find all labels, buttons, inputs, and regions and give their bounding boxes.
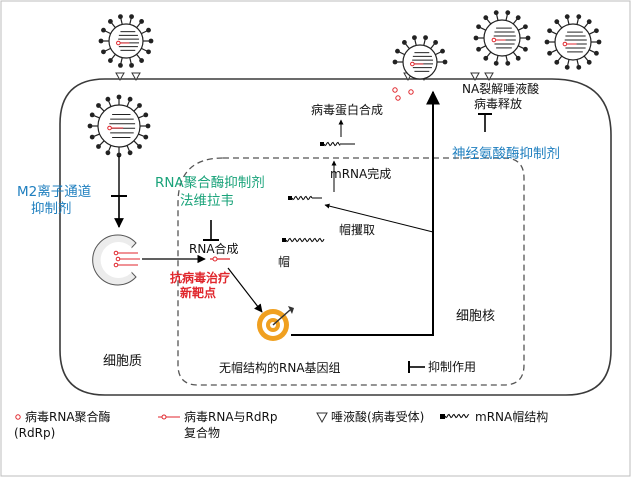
label-na-release-2: 病毒释放 — [474, 97, 523, 111]
label-rna-synthesis: RNA合成 — [189, 242, 239, 256]
drug-rdrp-line1: RNA聚合酶抑制剂 — [155, 175, 265, 191]
label-mrna-complete: mRNA完成 — [330, 167, 392, 181]
drug-m2-line2: 抑制剂 — [31, 201, 72, 217]
legend-sialic-symbol — [316, 412, 328, 424]
label-cap: 帽 — [278, 255, 291, 269]
legend-cap-symbol — [440, 413, 470, 419]
cap-snatch-arrow — [324, 203, 434, 233]
drug-m2-line1: M2离子通道 — [17, 184, 92, 200]
label-uncapped-genome: 无帽结构的RNA基因组 — [219, 361, 341, 375]
legend-complex-label-1: 病毒RNA与RdRp — [184, 410, 278, 424]
host-mrna-cap — [282, 237, 325, 243]
virion-entering — [98, 14, 154, 68]
to-genome-arrow — [227, 267, 263, 313]
legend-complex-symbol — [158, 414, 180, 420]
new-target-line2: 新靶点 — [180, 286, 217, 300]
virion-endocytosed — [87, 94, 151, 158]
legend-sialic-label: 唾液酸(病毒受体) — [331, 410, 425, 424]
virion-released-1 — [473, 10, 531, 66]
label-cytoplasm: 细胞质 — [103, 354, 143, 369]
rdrp-dots-budding — [392, 87, 414, 101]
legend-rdrp-label-2: (RdRp) — [14, 426, 56, 440]
label-na-release-1: NA裂解唾液酸 — [462, 82, 540, 96]
legend-rdrp-label-1: 病毒RNA聚合酶 — [25, 410, 111, 424]
capped-viral-mrna — [288, 195, 322, 201]
nucleus-membrane — [177, 157, 525, 386]
label-protein-synthesis: 病毒蛋白合成 — [311, 103, 384, 117]
genome-export-path — [291, 90, 440, 336]
drug-na-inhibitor: 神经氨酸酶抑制剂 — [452, 146, 560, 162]
complete-mrna — [320, 141, 355, 147]
virion-released-2 — [544, 14, 602, 70]
rna-synthesis-strand — [210, 256, 230, 262]
legend-cap-label: mRNA帽结构 — [475, 410, 549, 424]
label-cap-snatching: 帽攫取 — [339, 223, 376, 237]
label-inhibition: 抑制作用 — [428, 360, 477, 374]
virion-budding — [392, 35, 448, 80]
drug-rdrp-line2: 法维拉韦 — [180, 193, 234, 209]
legend-complex-label-2: 复合物 — [184, 426, 221, 440]
target-icon — [257, 306, 294, 341]
new-target-line1: 抗病毒治疗 — [170, 271, 231, 285]
label-nucleus: 细胞核 — [456, 309, 496, 324]
cell-membrane — [59, 78, 612, 396]
uncoating-rna — [113, 250, 140, 268]
legend-rdrp-dot — [15, 414, 21, 420]
